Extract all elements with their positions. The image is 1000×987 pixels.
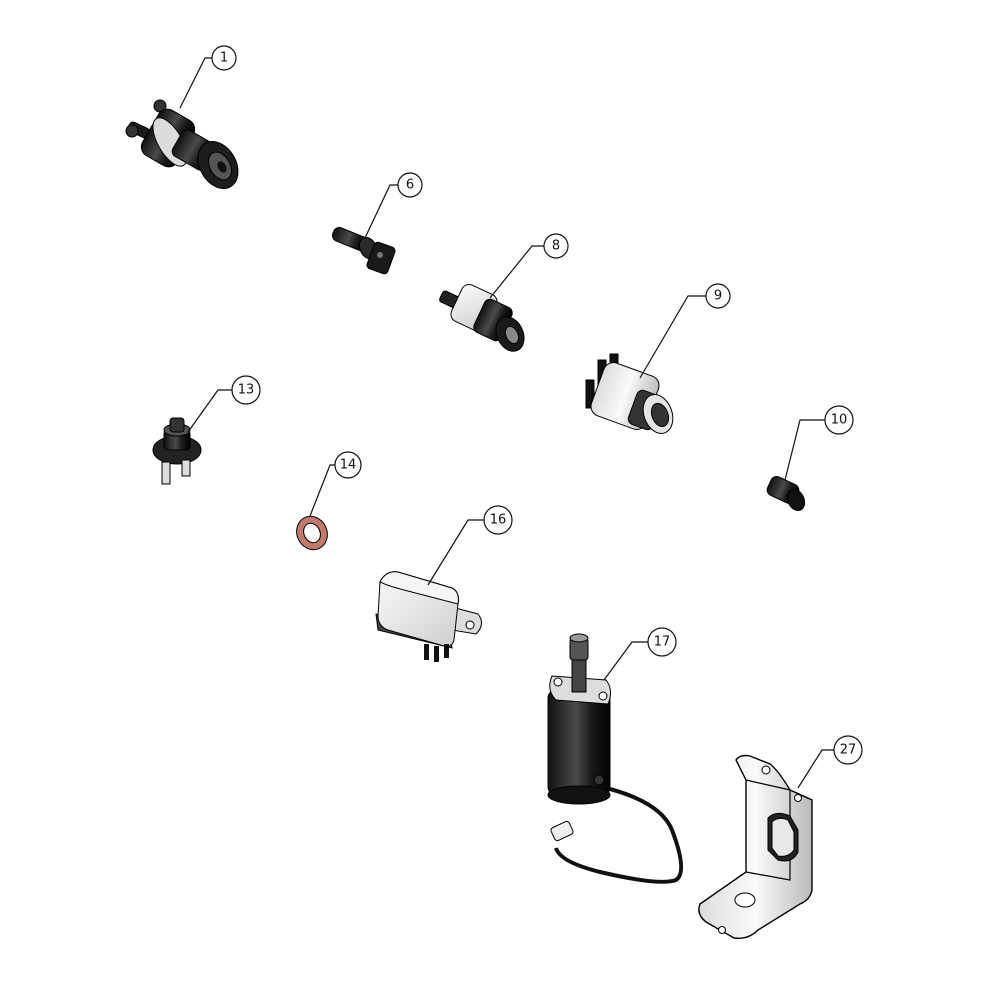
callout-6: 6 — [364, 172, 423, 239]
callout-1-label: 1 — [220, 51, 228, 66]
callout-13-label: 13 — [238, 383, 255, 398]
part-1-ignition-switch — [125, 99, 239, 189]
callout-16: 16 — [427, 505, 513, 586]
callout-8-label: 8 — [552, 239, 560, 254]
part-16-relay — [375, 571, 482, 662]
callout-17-label: 17 — [654, 635, 671, 650]
callout-10: 10 — [784, 405, 854, 481]
callout-8: 8 — [489, 233, 569, 299]
callout-6-label: 6 — [406, 178, 414, 193]
part-9-switch-housing — [585, 353, 674, 434]
callout-14-label: 14 — [340, 458, 357, 473]
callout-1: 1 — [179, 45, 237, 109]
part-6-lock-cylinder-key — [331, 227, 396, 275]
part-13-pressure-switch — [152, 417, 202, 485]
callout-9-label: 9 — [714, 289, 722, 304]
callout-9: 9 — [639, 283, 731, 379]
callout-13: 13 — [187, 375, 261, 433]
callout-27-label: 27 — [840, 743, 857, 758]
callout-10-label: 10 — [831, 413, 848, 428]
callout-14: 14 — [309, 451, 362, 517]
part-14-washer — [296, 515, 328, 551]
callout-16-label: 16 — [490, 513, 507, 528]
part-17-starter-motor — [547, 633, 684, 884]
part-8-switch-body — [439, 283, 525, 352]
part-10-bushing — [766, 476, 806, 512]
part-27-mounting-bracket — [698, 754, 813, 940]
callout-27: 27 — [797, 735, 863, 789]
callout-17: 17 — [603, 627, 677, 681]
